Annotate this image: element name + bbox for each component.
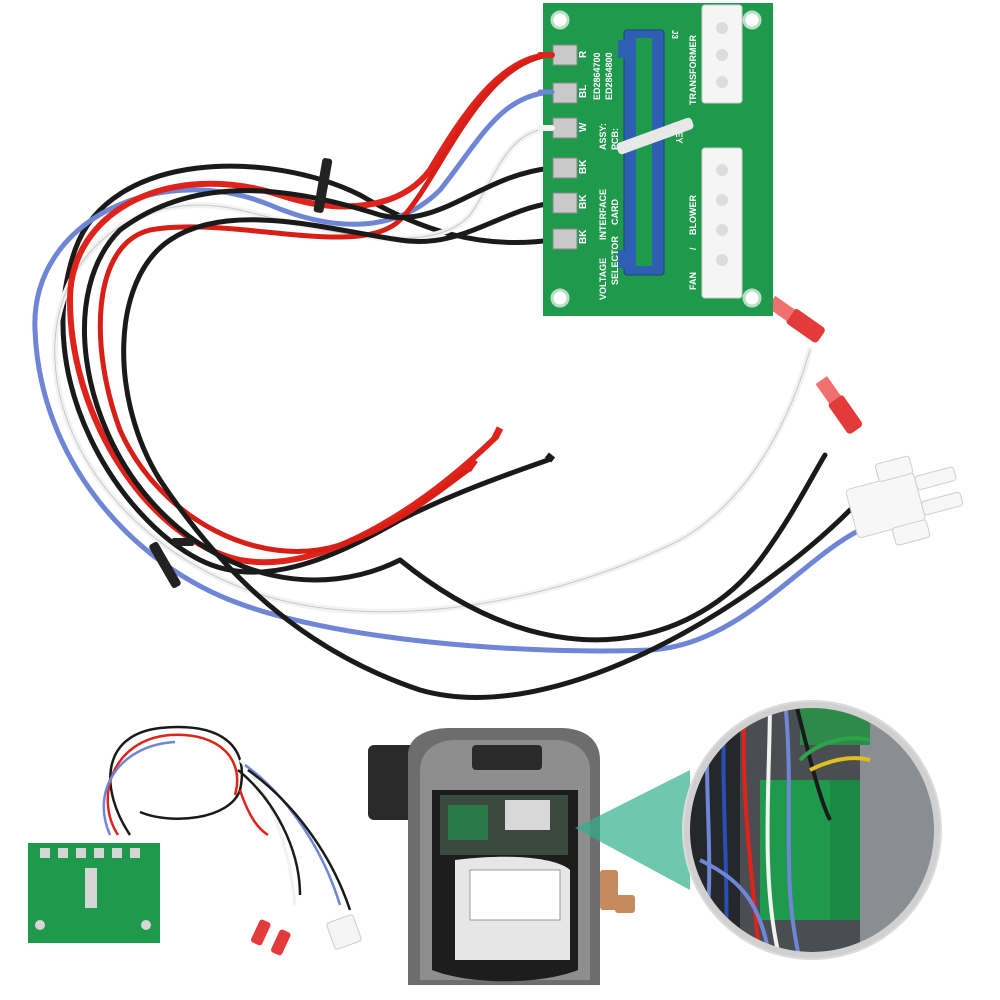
key-label: KEY — [674, 125, 684, 144]
terminal-label-bk-3: BK — [578, 229, 589, 244]
screw-terminals — [552, 44, 578, 250]
red-wire-loop — [66, 52, 555, 566]
transformer-label: TRANSFORMER — [688, 35, 698, 105]
selector-label: SELECTOR — [610, 236, 620, 285]
terminal-label-bk-2: BK — [578, 194, 589, 209]
interface-board: R BL W BK BK BK ED2864700 ED2864800 ASSY… — [537, 3, 773, 316]
small-red-terminals — [251, 919, 291, 956]
part-number-top: ED2864700 — [592, 52, 602, 100]
spade-terminals — [767, 295, 863, 434]
zoom-beam — [575, 770, 690, 890]
black-wire-loop-3 — [121, 200, 853, 700]
terminal-label-bk-1: BK — [578, 159, 589, 174]
small-harness-photo — [28, 725, 362, 956]
terminal-label-w: W — [578, 122, 589, 132]
terminal-label-bl: BL — [578, 85, 589, 98]
j3-label: J3 — [670, 30, 679, 39]
white-connector — [845, 455, 964, 546]
cable-tie — [313, 158, 333, 213]
pcb-label: PCB: — [610, 128, 620, 150]
blower-label: BLOWER — [688, 195, 698, 235]
transformer-connector — [701, 4, 743, 104]
red-terminal — [767, 295, 825, 343]
voltage-label: VOLTAGE — [598, 258, 608, 300]
fan-blower-connector — [701, 147, 743, 299]
small-white-connector — [326, 914, 362, 950]
cable-tie — [172, 538, 194, 546]
card-label: CARD — [610, 199, 620, 225]
black-wire-loop-2 — [82, 165, 555, 583]
blue-edge-connector — [618, 29, 665, 276]
fan-label: FAN — [688, 272, 698, 290]
slash-label: / — [688, 247, 698, 250]
assy-label: ASSY: — [598, 123, 608, 150]
closeup-photo: FENWAL — [682, 700, 942, 960]
wire-harness — [32, 52, 863, 700]
part-number-bottom: ED2864800 — [604, 52, 614, 100]
cable-ties — [149, 158, 333, 589]
wire-ends — [465, 426, 556, 473]
pool-heater-photo — [368, 728, 635, 985]
interface-label: INTERFACE — [598, 189, 608, 240]
red-terminal — [815, 376, 863, 434]
terminal-label-r: R — [578, 50, 589, 58]
cable-tie — [149, 541, 181, 589]
